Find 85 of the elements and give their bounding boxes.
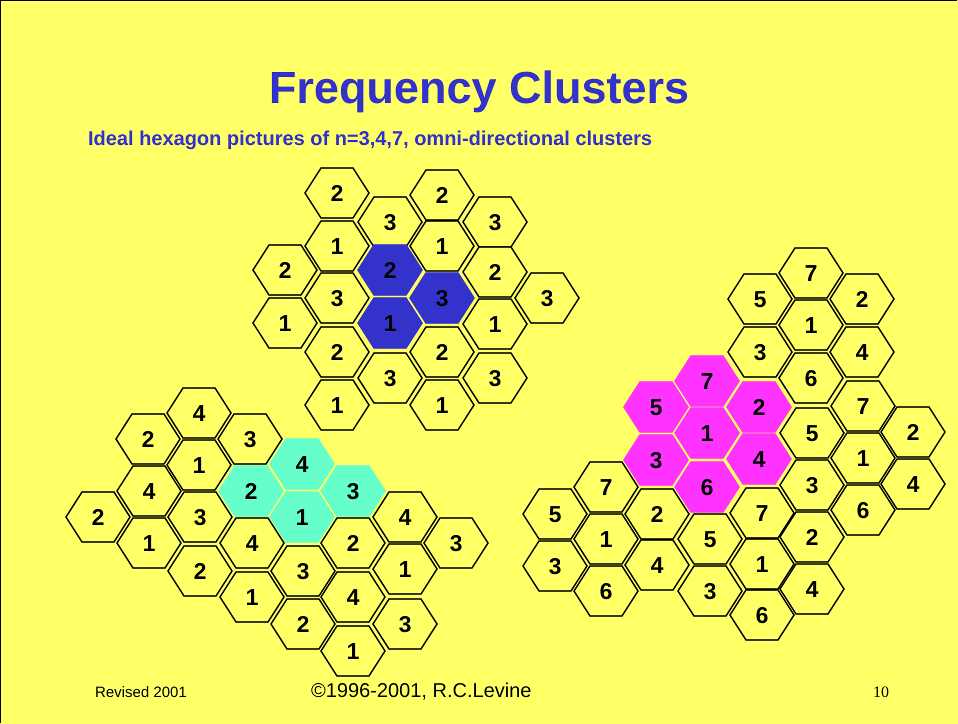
- hexagon-cell: 2: [270, 598, 336, 650]
- subtitle: Ideal hexagon pictures of n=3,4,7, omni-directional clusters: [88, 128, 652, 151]
- hexagon-cell: 2: [304, 326, 370, 378]
- hexagon-cell: 5: [677, 513, 743, 565]
- hexagon-cell: 3: [522, 540, 588, 592]
- hexagon-cell: 3: [423, 517, 489, 569]
- hexagon-cell: 2: [167, 545, 233, 597]
- hexagon-cell: 2: [829, 273, 895, 325]
- page-number: 10: [873, 684, 889, 702]
- copyright-notice: ©1996-2001, R.C.Levine: [311, 680, 532, 703]
- hexagon-cell: 3: [320, 465, 386, 517]
- hexagon-cell: 2: [115, 413, 181, 465]
- hexagon-cell: 3: [727, 326, 793, 378]
- hexagon-cell: 2: [462, 246, 528, 298]
- hexagon-cell: 1: [778, 299, 844, 351]
- hexagon-cell: 7: [778, 247, 844, 299]
- hexagon-cell: 4: [726, 433, 792, 485]
- hexagon-cell: 4: [269, 438, 335, 490]
- hexagon-cell: 4: [624, 539, 690, 591]
- hexagon-cell: 3: [372, 598, 438, 650]
- hexagon-cell: 2: [304, 167, 370, 219]
- hexagon-cell: 2: [218, 465, 284, 517]
- hexagon-cell: 1: [116, 517, 182, 569]
- hexagon-cell: 1: [304, 220, 370, 272]
- hexagon-cell: 5: [727, 273, 793, 325]
- hexagon-cell: 4: [779, 563, 845, 615]
- hexagon-cell: 4: [166, 387, 232, 439]
- slide-title: Frequency Clusters: [268, 62, 690, 114]
- hexagon-cell: 1: [372, 543, 438, 595]
- hexagon-cell: 4: [372, 491, 438, 543]
- hexagon-cell: 3: [514, 272, 580, 324]
- hexagon-cell: 6: [573, 565, 639, 617]
- hexagon-cell: 1: [462, 298, 528, 350]
- hexagon-cell: 2: [65, 491, 131, 543]
- hexagon-cell: 2: [624, 488, 690, 540]
- hexagon-cell: 1: [573, 513, 639, 565]
- hexagon-cell: 2: [252, 244, 318, 296]
- hexagon-cell: 2: [409, 169, 475, 221]
- hexagon-cell: 3: [462, 352, 528, 404]
- hexagon-cell: 3: [779, 459, 845, 511]
- hexagon-cell: 1: [252, 297, 318, 349]
- hexagon-cell: 4: [219, 517, 285, 569]
- hexagon-cell: 1: [166, 439, 232, 491]
- hexagon-cell: 4: [116, 465, 182, 517]
- hexagon-cell: 5: [779, 407, 845, 459]
- hexagon-cell: 2: [409, 326, 475, 378]
- hexagon-cell: 1: [357, 297, 423, 349]
- hexagon-cell: 4: [320, 571, 386, 623]
- hexagon-cell: 3: [167, 491, 233, 543]
- hexagon-cell: 3: [409, 272, 475, 324]
- hexagon-cell: 3: [304, 272, 370, 324]
- hexagon-cell: 3: [270, 545, 336, 597]
- hexagon-cell: 1: [409, 220, 475, 272]
- hexagon-cell: 3: [217, 413, 283, 465]
- hexagon-cell: 1: [409, 379, 475, 431]
- hexagon-cell: 1: [674, 407, 740, 459]
- hexagon-cell: 1: [219, 571, 285, 623]
- hexagon-cell: 2: [779, 511, 845, 563]
- hexagon-cell: 6: [729, 589, 795, 641]
- hexagon-cell: 7: [729, 487, 795, 539]
- hexagon-cell: 3: [462, 196, 528, 248]
- hexagon-cell: 1: [320, 625, 386, 677]
- hexagon-cell: 7: [674, 355, 740, 407]
- hexagon-cell: 3: [623, 434, 689, 486]
- hexagon-cell: 1: [304, 379, 370, 431]
- hexagon-cell: 2: [726, 381, 792, 433]
- hexagon-cell: 1: [269, 491, 335, 543]
- hexagon-cell: 3: [357, 352, 423, 404]
- revision-note: Revised 2001: [95, 684, 187, 701]
- hexagon-cell: 6: [778, 352, 844, 404]
- hexagon-cell: 7: [573, 461, 639, 513]
- hexagon-cell: 6: [830, 484, 896, 536]
- hexagon-cell: 7: [830, 380, 896, 432]
- hexagon-cell: 6: [674, 461, 740, 513]
- hexagon-cell: 3: [677, 565, 743, 617]
- hexagon-cell: 3: [357, 196, 423, 248]
- hexagon-cell: 4: [880, 458, 946, 510]
- hexagon-cell: 2: [880, 406, 946, 458]
- hexagon-cell: 2: [357, 244, 423, 296]
- hexagon-cell: 1: [729, 538, 795, 590]
- hexagon-cell: 5: [623, 381, 689, 433]
- hexagon-cell: 2: [320, 517, 386, 569]
- hexagon-cell: 1: [830, 432, 896, 484]
- hexagon-cell: 5: [522, 488, 588, 540]
- hexagon-cell: 4: [829, 326, 895, 378]
